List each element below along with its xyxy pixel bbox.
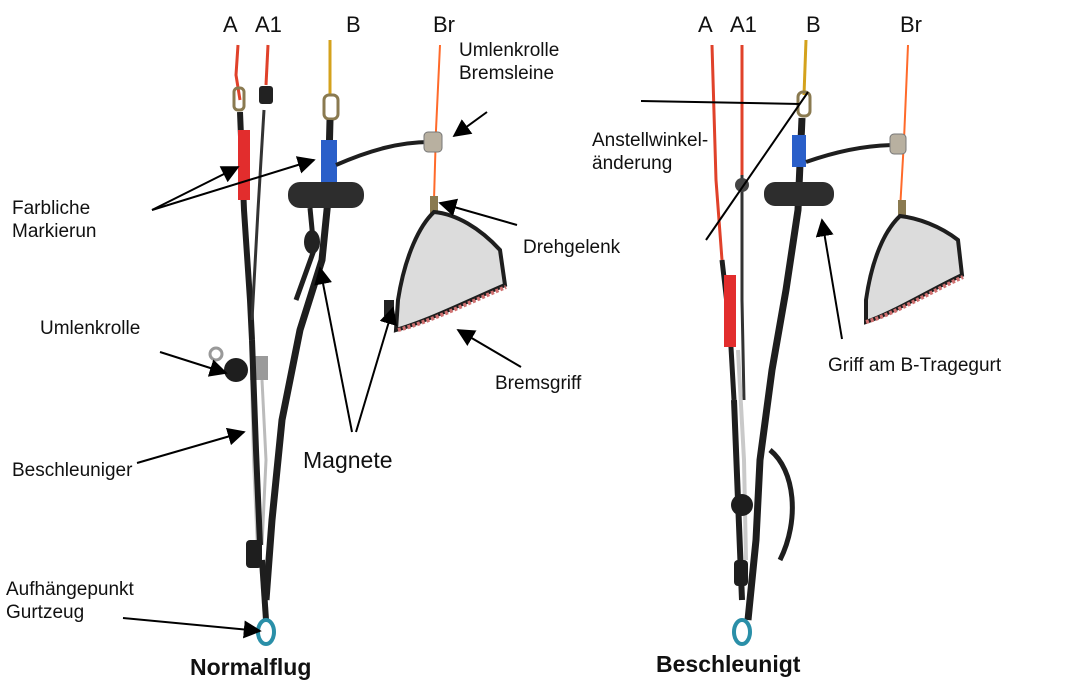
col-a1-right: A1	[730, 13, 757, 37]
arrow-magnet-handle	[356, 308, 393, 432]
b-maillon	[324, 95, 338, 119]
col-b-left: B	[346, 13, 361, 37]
pulley-block-r	[731, 494, 753, 516]
b-grip	[288, 182, 364, 208]
label-color-marking: Farbliche Markierun	[12, 197, 96, 243]
label-pulley-brake: Umlenkrolle Bremsleine	[459, 39, 559, 85]
arrow-pulley	[160, 352, 226, 373]
a-line	[236, 45, 240, 100]
caption-accelerated: Beschleunigt	[656, 651, 800, 677]
col-a-right: A	[698, 13, 713, 37]
arrow-magnet-b	[320, 268, 352, 432]
accelerator-line-2	[262, 380, 266, 545]
brake-line	[434, 45, 440, 200]
col-a1-left: A1	[255, 13, 282, 37]
label-b-riser-grip: Griff am B-Tragegurt	[828, 354, 1001, 377]
b-line-r	[804, 40, 806, 95]
bottom-block-r	[734, 560, 748, 586]
label-brake-handle: Bremsgriff	[495, 372, 581, 395]
a1-line	[266, 45, 268, 85]
label-accelerator: Beschleuniger	[12, 459, 132, 482]
blue-marking	[321, 140, 337, 185]
arrow-brake-handle	[458, 330, 521, 367]
col-br-right: Br	[900, 13, 922, 37]
karabiner	[258, 620, 274, 644]
brake-pulley	[424, 132, 442, 152]
pulley-hook	[210, 348, 222, 360]
magnet-b	[304, 230, 320, 254]
karabiner-r	[734, 620, 750, 644]
brake-handle-r	[866, 216, 962, 322]
col-br-left: Br	[433, 13, 455, 37]
arrow-accelerator	[137, 432, 244, 463]
red-marking-r	[724, 275, 736, 347]
blue-marking-r	[792, 135, 806, 167]
arrow-marking-red	[152, 167, 238, 210]
col-a-left: A	[223, 13, 238, 37]
pulley-block	[224, 358, 248, 382]
arrow-hang-point	[123, 618, 260, 631]
line-angle-horizontal	[641, 101, 800, 104]
arrow-marking-blue	[152, 160, 314, 210]
brake-pulley-cord	[336, 142, 430, 165]
a1-maillon	[259, 86, 273, 104]
b-grip-r	[764, 182, 834, 206]
brake-pulley-r	[890, 134, 906, 154]
arrow-b-grip	[822, 220, 842, 339]
col-b-right: B	[806, 13, 821, 37]
brake-pulley-cord-r	[806, 145, 896, 162]
brake-line-r	[900, 45, 908, 210]
swivel-r	[898, 200, 906, 216]
b-loop-r	[770, 450, 792, 560]
red-marking	[238, 130, 250, 200]
label-pulley: Umlenkrolle	[40, 317, 140, 340]
caption-normal: Normalflug	[190, 654, 311, 680]
riser-set-accelerated	[712, 40, 963, 644]
label-swivel: Drehgelenk	[523, 236, 620, 259]
a1-riser-r	[742, 175, 744, 400]
label-angle-change: Anstellwinkel- änderung	[592, 129, 708, 175]
bottom-strap	[262, 560, 266, 620]
a1-riser	[252, 110, 264, 320]
label-magnets: Magnete	[303, 447, 393, 473]
arrow-pulley-brake	[454, 112, 487, 136]
label-hang-point: Aufhängepunkt Gurtzeug	[6, 578, 134, 624]
